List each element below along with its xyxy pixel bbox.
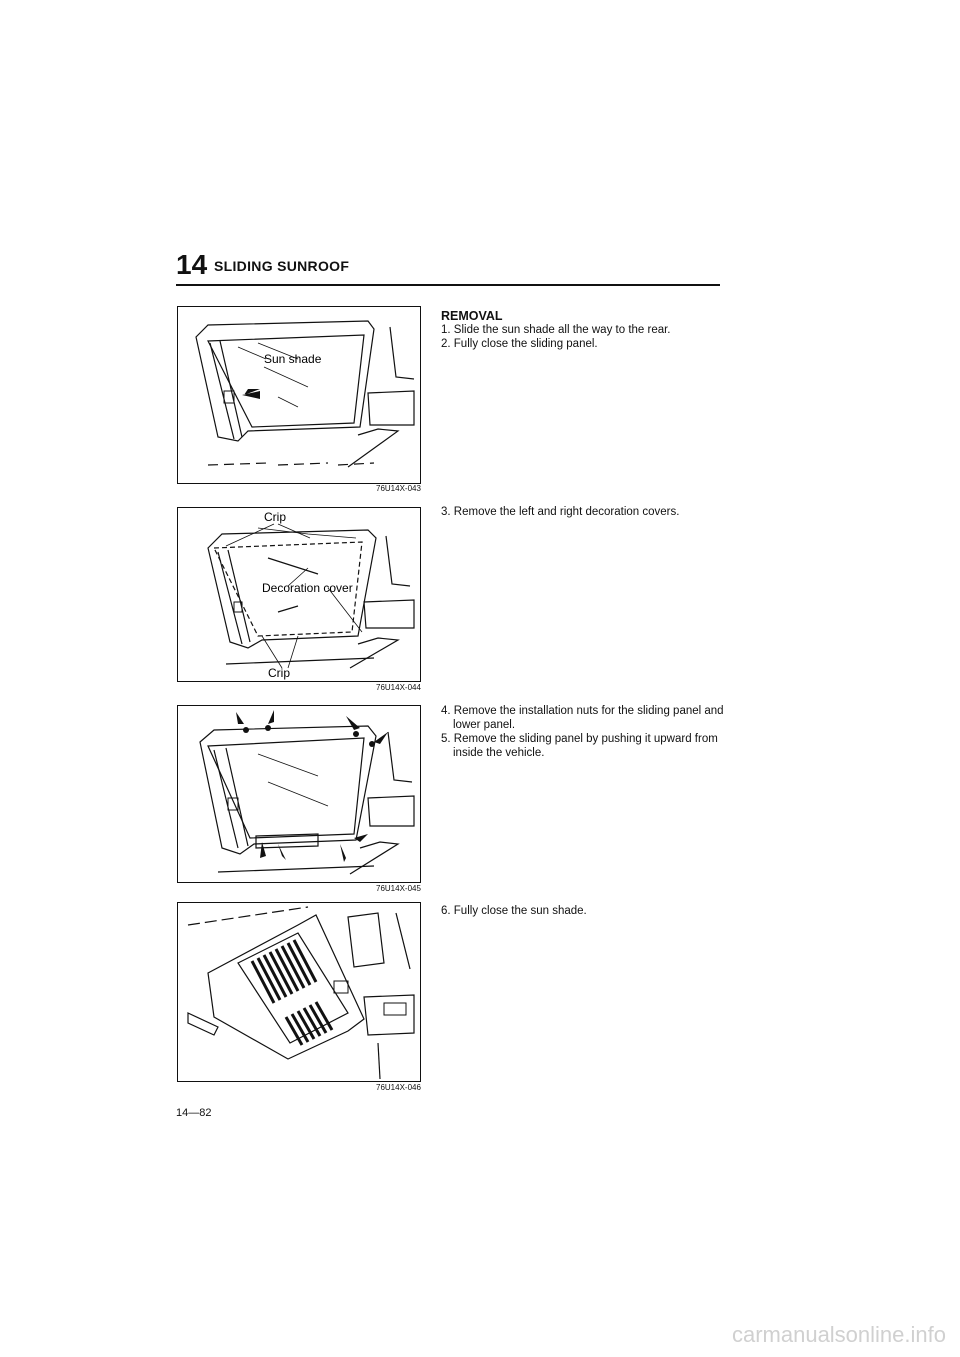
figure-decoration-cover: Crip Decoration cover Crip [177, 507, 421, 682]
label-clip-bottom: Crip [268, 666, 290, 680]
step-5: 5. Remove the sliding panel by pushing i… [441, 733, 718, 759]
figure-sun-shade: Sun shade [177, 306, 421, 484]
sun-shade-closed-illustration [187, 906, 415, 1080]
chapter-header: 14 SLIDING SUNROOF [176, 250, 720, 286]
page-number: 14—82 [176, 1107, 212, 1119]
figure-code: 76U14X-045 [376, 884, 421, 893]
watermark: carmanualsonline.info [731, 1322, 946, 1347]
figure-code: 76U14X-044 [376, 683, 421, 692]
step-group-4-5: 4. Remove the installation nuts for the … [441, 704, 731, 760]
decoration-cover-illustration: Crip Decoration cover Crip [207, 510, 415, 680]
step-1: 1. Slide the sun shade all the way to th… [441, 324, 671, 336]
step-6: 6. Fully close the sun shade. [441, 905, 587, 917]
label-sun-shade: Sun shade [264, 352, 322, 366]
figure-installation-nuts [177, 705, 421, 883]
step-4: 4. Remove the installation nuts for the … [441, 705, 724, 731]
sun-shade-illustration: Sun shade [195, 320, 415, 468]
section-heading: REMOVAL [441, 309, 503, 323]
step-group-6: 6. Fully close the sun shade. [441, 904, 731, 918]
figure-code: 76U14X-043 [376, 484, 421, 493]
figure-sun-shade-closed [177, 902, 421, 1082]
step-3: 3. Remove the left and right decoration … [441, 506, 680, 518]
label-decoration-cover: Decoration cover [262, 581, 353, 595]
chapter-number: 14 [176, 249, 208, 280]
removal-section: REMOVAL 1. Slide the sun shade all the w… [441, 309, 731, 351]
installation-nuts-illustration [199, 710, 415, 875]
figure-code: 76U14X-046 [376, 1083, 421, 1092]
step-group-3: 3. Remove the left and right decoration … [441, 505, 731, 519]
label-clip-top: Crip [264, 510, 286, 524]
step-2: 2. Fully close the sliding panel. [441, 338, 598, 350]
chapter-title: SLIDING SUNROOF [214, 258, 350, 274]
